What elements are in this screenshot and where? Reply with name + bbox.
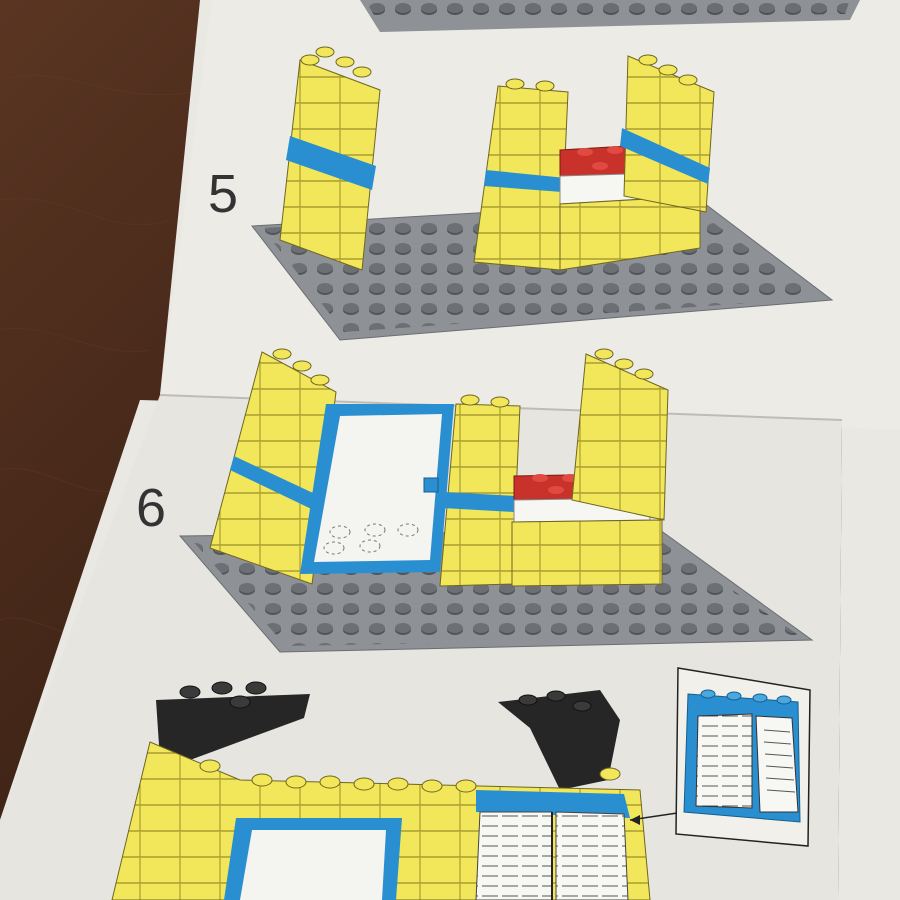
inset-window-frame bbox=[683, 689, 801, 823]
step-6-door bbox=[300, 404, 454, 574]
detail-inset bbox=[675, 667, 811, 847]
step-7-top-studs bbox=[199, 759, 621, 793]
step-6-middle-wall bbox=[439, 394, 521, 587]
step-6-right-wall bbox=[571, 348, 669, 521]
step-7-black-slope-left bbox=[156, 681, 310, 760]
step-6-lower-wall bbox=[511, 519, 663, 587]
step-7-black-slope-right bbox=[498, 690, 620, 790]
step-5-model bbox=[251, 46, 834, 341]
baseplate-top-partial bbox=[360, 0, 860, 32]
step-number-5: 5 bbox=[208, 164, 238, 224]
step-6-left-wall bbox=[209, 348, 337, 585]
step-7-model bbox=[111, 681, 685, 900]
step-7-window bbox=[475, 790, 630, 900]
step-number-6: 6 bbox=[136, 478, 166, 538]
step-7-door bbox=[224, 818, 402, 900]
step-5-right-wall bbox=[620, 54, 715, 213]
step-6-model bbox=[178, 348, 814, 653]
step-5-left-wall bbox=[279, 46, 381, 271]
